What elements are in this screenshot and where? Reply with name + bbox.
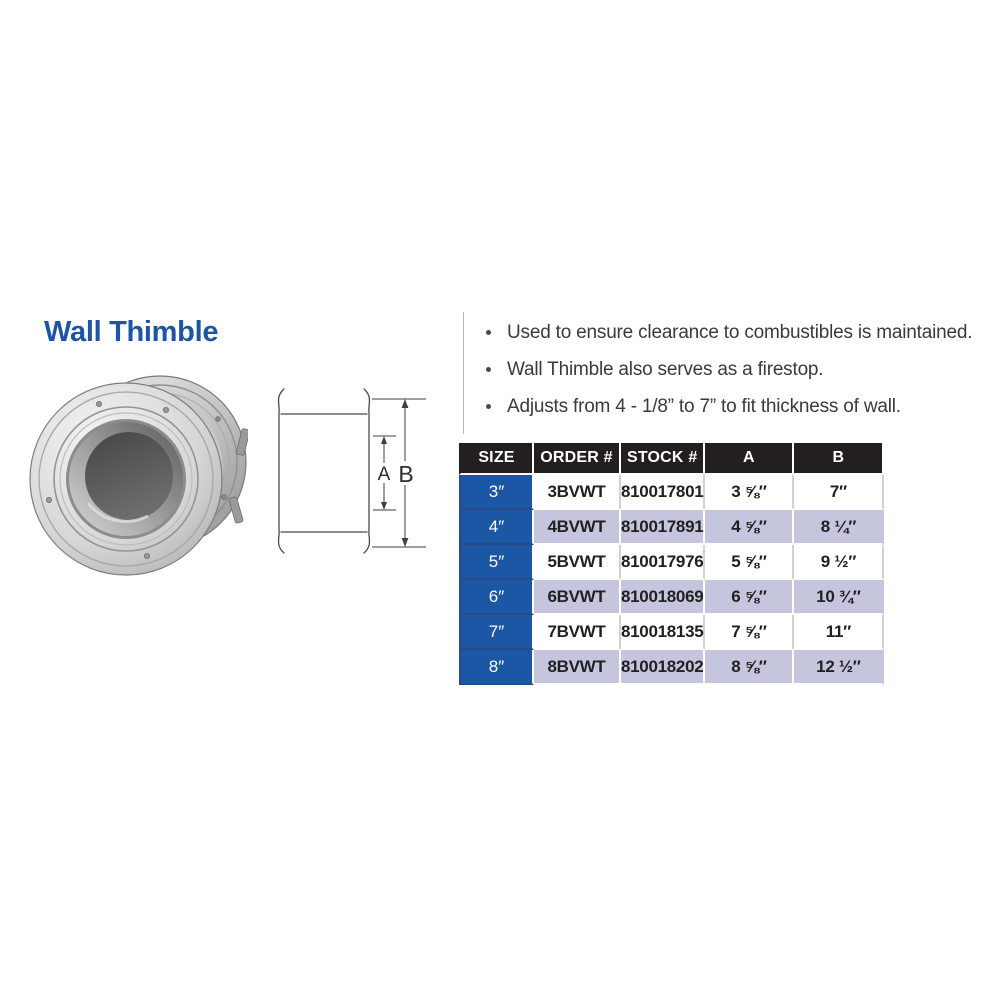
stock-cell: 810018135 — [621, 615, 706, 650]
order-cell: 8BVWT — [534, 650, 621, 685]
stock-cell: 810017976 — [621, 545, 706, 580]
table-row: 5″ 5BVWT 810017976 5 ⅝″ 9 ½″ — [459, 545, 885, 580]
dim-b-cell: 7″ — [794, 475, 885, 510]
order-cell: 3BVWT — [534, 475, 621, 510]
col-header-order: ORDER # — [534, 443, 621, 475]
col-header-stock: STOCK # — [621, 443, 706, 475]
col-header-size: SIZE — [459, 443, 534, 475]
order-cell: 5BVWT — [534, 545, 621, 580]
feature-item: Adjusts from 4 - 1/8” to 7” to fit thick… — [482, 396, 992, 417]
order-cell: 4BVWT — [534, 510, 621, 545]
dim-a-cell: 5 ⅝″ — [705, 545, 795, 580]
section-divider — [463, 312, 464, 434]
stock-cell: 810017801 — [621, 475, 706, 510]
stock-cell: 810017891 — [621, 510, 706, 545]
dim-b-cell: 10 ¾″ — [794, 580, 885, 615]
col-header-b: B — [794, 443, 885, 475]
size-cell: 5″ — [459, 545, 534, 580]
spec-table-body: 3″ 3BVWT 810017801 3 ⅝″ 7″ 4″ 4BVWT 8100… — [459, 475, 885, 685]
dim-b-cell: 11″ — [794, 615, 885, 650]
feature-text: Adjusts from 4 - 1/8” to 7” to fit thick… — [507, 396, 901, 417]
bullet-icon — [486, 330, 491, 335]
col-header-a: A — [705, 443, 795, 475]
dim-a-cell: 8 ⅝″ — [705, 650, 795, 685]
arrowheads — [381, 399, 409, 547]
table-row: 7″ 7BVWT 810018135 7 ⅝″ 11″ — [459, 615, 885, 650]
feature-item: Used to ensure clearance to combustibles… — [482, 322, 992, 343]
thimble-cross-section: A B — [277, 388, 426, 554]
dimension-diagram: A B — [260, 384, 428, 562]
stock-cell: 810018202 — [621, 650, 706, 685]
size-cell: 4″ — [459, 510, 534, 545]
spec-table-header: SIZE ORDER # STOCK # A B — [459, 443, 885, 475]
feature-text: Wall Thimble also serves as a firestop. — [507, 359, 824, 380]
table-row: 6″ 6BVWT 810018069 6 ⅝″ 10 ¾″ — [459, 580, 885, 615]
spec-table: SIZE ORDER # STOCK # A B 3″ 3BVWT 810017… — [459, 443, 885, 685]
dim-b-cell: 12 ½″ — [794, 650, 885, 685]
dim-a-cell: 6 ⅝″ — [705, 580, 795, 615]
dim-a-cell: 7 ⅝″ — [705, 615, 795, 650]
dim-a-cell: 3 ⅝″ — [705, 475, 795, 510]
dim-b-cell: 8 ¼″ — [794, 510, 885, 545]
feature-list: Used to ensure clearance to combustibles… — [482, 322, 992, 433]
page-title: Wall Thimble — [44, 316, 219, 348]
size-cell: 6″ — [459, 580, 534, 615]
table-row: 8″ 8BVWT 810018202 8 ⅝″ 12 ½″ — [459, 650, 885, 685]
feature-item: Wall Thimble also serves as a firestop. — [482, 359, 992, 380]
table-row: 3″ 3BVWT 810017801 3 ⅝″ 7″ — [459, 475, 885, 510]
dim-label-b: B — [398, 461, 413, 487]
product-photo — [28, 363, 251, 578]
dim-label-a: A — [378, 464, 391, 485]
bullet-icon — [486, 367, 491, 372]
wall-thimble-photo-art — [29, 375, 251, 576]
stock-cell: 810018069 — [621, 580, 706, 615]
header-row: SIZE ORDER # STOCK # A B — [459, 443, 885, 475]
bullet-icon — [486, 404, 491, 409]
order-cell: 7BVWT — [534, 615, 621, 650]
dim-b-cell: 9 ½″ — [794, 545, 885, 580]
table-row: 4″ 4BVWT 810017891 4 ⅝″ 8 ¼″ — [459, 510, 885, 545]
order-cell: 6BVWT — [534, 580, 621, 615]
size-cell: 7″ — [459, 615, 534, 650]
feature-text: Used to ensure clearance to combustibles… — [507, 322, 973, 343]
size-cell: 3″ — [459, 475, 534, 510]
dim-a-cell: 4 ⅝″ — [705, 510, 795, 545]
size-cell: 8″ — [459, 650, 534, 685]
